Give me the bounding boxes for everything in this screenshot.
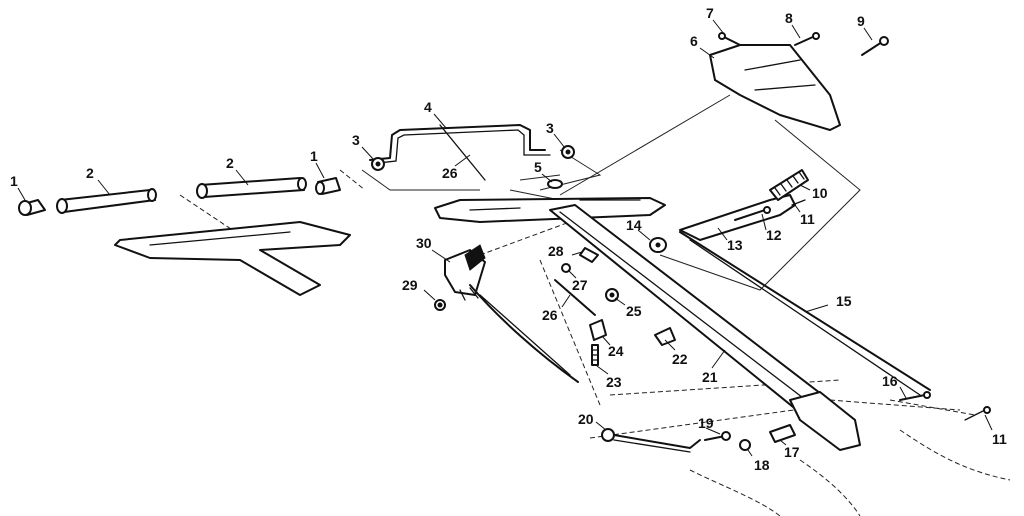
control-rod [679, 231, 931, 396]
bolt-23 [591, 344, 599, 366]
callout-29: 29 [402, 277, 418, 293]
screw-9 [861, 36, 889, 56]
callout-22: 22 [672, 351, 688, 367]
callout-25: 25 [626, 303, 642, 319]
background-outline-bottom [689, 429, 1011, 516]
callout-7: 7 [706, 5, 714, 21]
callout-14: 14 [626, 217, 642, 233]
callout-1-right: 1 [310, 148, 318, 164]
cable-clip [654, 327, 676, 346]
hex-nut-right [561, 145, 575, 159]
lower-bolt-16 [899, 391, 931, 401]
callout-8: 8 [785, 10, 793, 26]
callout-4: 4 [424, 99, 432, 115]
callout-20: 20 [578, 411, 594, 427]
tube-left [56, 188, 157, 214]
callout-24: 24 [608, 343, 624, 359]
callout-12: 12 [766, 227, 782, 243]
background-handle-left [114, 221, 351, 296]
lower-nut-18 [739, 439, 751, 451]
upper-rod [439, 124, 486, 181]
end-cap-right [315, 177, 341, 195]
callout-2-left: 2 [86, 165, 94, 181]
lower-spring-17 [769, 424, 796, 443]
spacer-bushing [649, 237, 667, 253]
callout-15: 15 [836, 293, 852, 309]
callout-30: 30 [416, 235, 432, 251]
leader-lines [17, 19, 993, 457]
ferrule-24 [589, 319, 607, 341]
callout-labels: 1 2 2 1 3 26 4 3 5 6 7 8 9 10 11 12 13 1… [10, 5, 1007, 473]
cable-bracket [444, 244, 486, 301]
callout-6: 6 [690, 33, 698, 49]
callout-27: 27 [572, 277, 588, 293]
spring-clip [579, 247, 599, 263]
end-cap-left [18, 199, 46, 216]
control-lever [679, 169, 809, 241]
callout-9: 9 [857, 13, 865, 29]
tube-right [196, 177, 307, 199]
assembly-guide-lines [179, 94, 976, 439]
callout-13: 13 [727, 237, 743, 253]
callout-26-upper: 26 [442, 165, 458, 181]
lower-rod [554, 279, 596, 316]
control-cable [469, 284, 579, 383]
callout-23: 23 [606, 374, 622, 390]
top-shield [709, 44, 841, 131]
screw-8 [794, 32, 820, 46]
callout-10: 10 [812, 185, 828, 201]
callout-3-left: 3 [352, 132, 360, 148]
washer [547, 179, 563, 189]
callout-11-lower: 11 [992, 431, 1007, 447]
callout-28: 28 [548, 243, 564, 259]
callout-16: 16 [882, 373, 898, 389]
screw-7 [718, 32, 741, 46]
callout-19: 19 [698, 415, 714, 431]
callout-3-right: 3 [546, 120, 554, 136]
lower-bolt-19 [704, 431, 731, 441]
callout-17: 17 [784, 444, 800, 460]
hex-nut-left [371, 157, 385, 171]
cotter-pin-upper [791, 199, 806, 206]
callout-5: 5 [534, 159, 542, 175]
cotter-pin-lower [964, 406, 991, 421]
callout-2-right: 2 [226, 155, 234, 171]
pivot-bracket [789, 391, 861, 451]
upper-handle-bar [369, 124, 551, 164]
callout-18: 18 [754, 457, 770, 473]
pivot-bolt [734, 206, 771, 221]
callout-21: 21 [702, 369, 718, 385]
callout-26-lower: 26 [542, 307, 558, 323]
callout-11-upper: 11 [800, 211, 815, 227]
lower-lever-arm [601, 428, 701, 453]
bracket-nut [434, 299, 446, 311]
callout-1-left: 1 [10, 173, 18, 189]
